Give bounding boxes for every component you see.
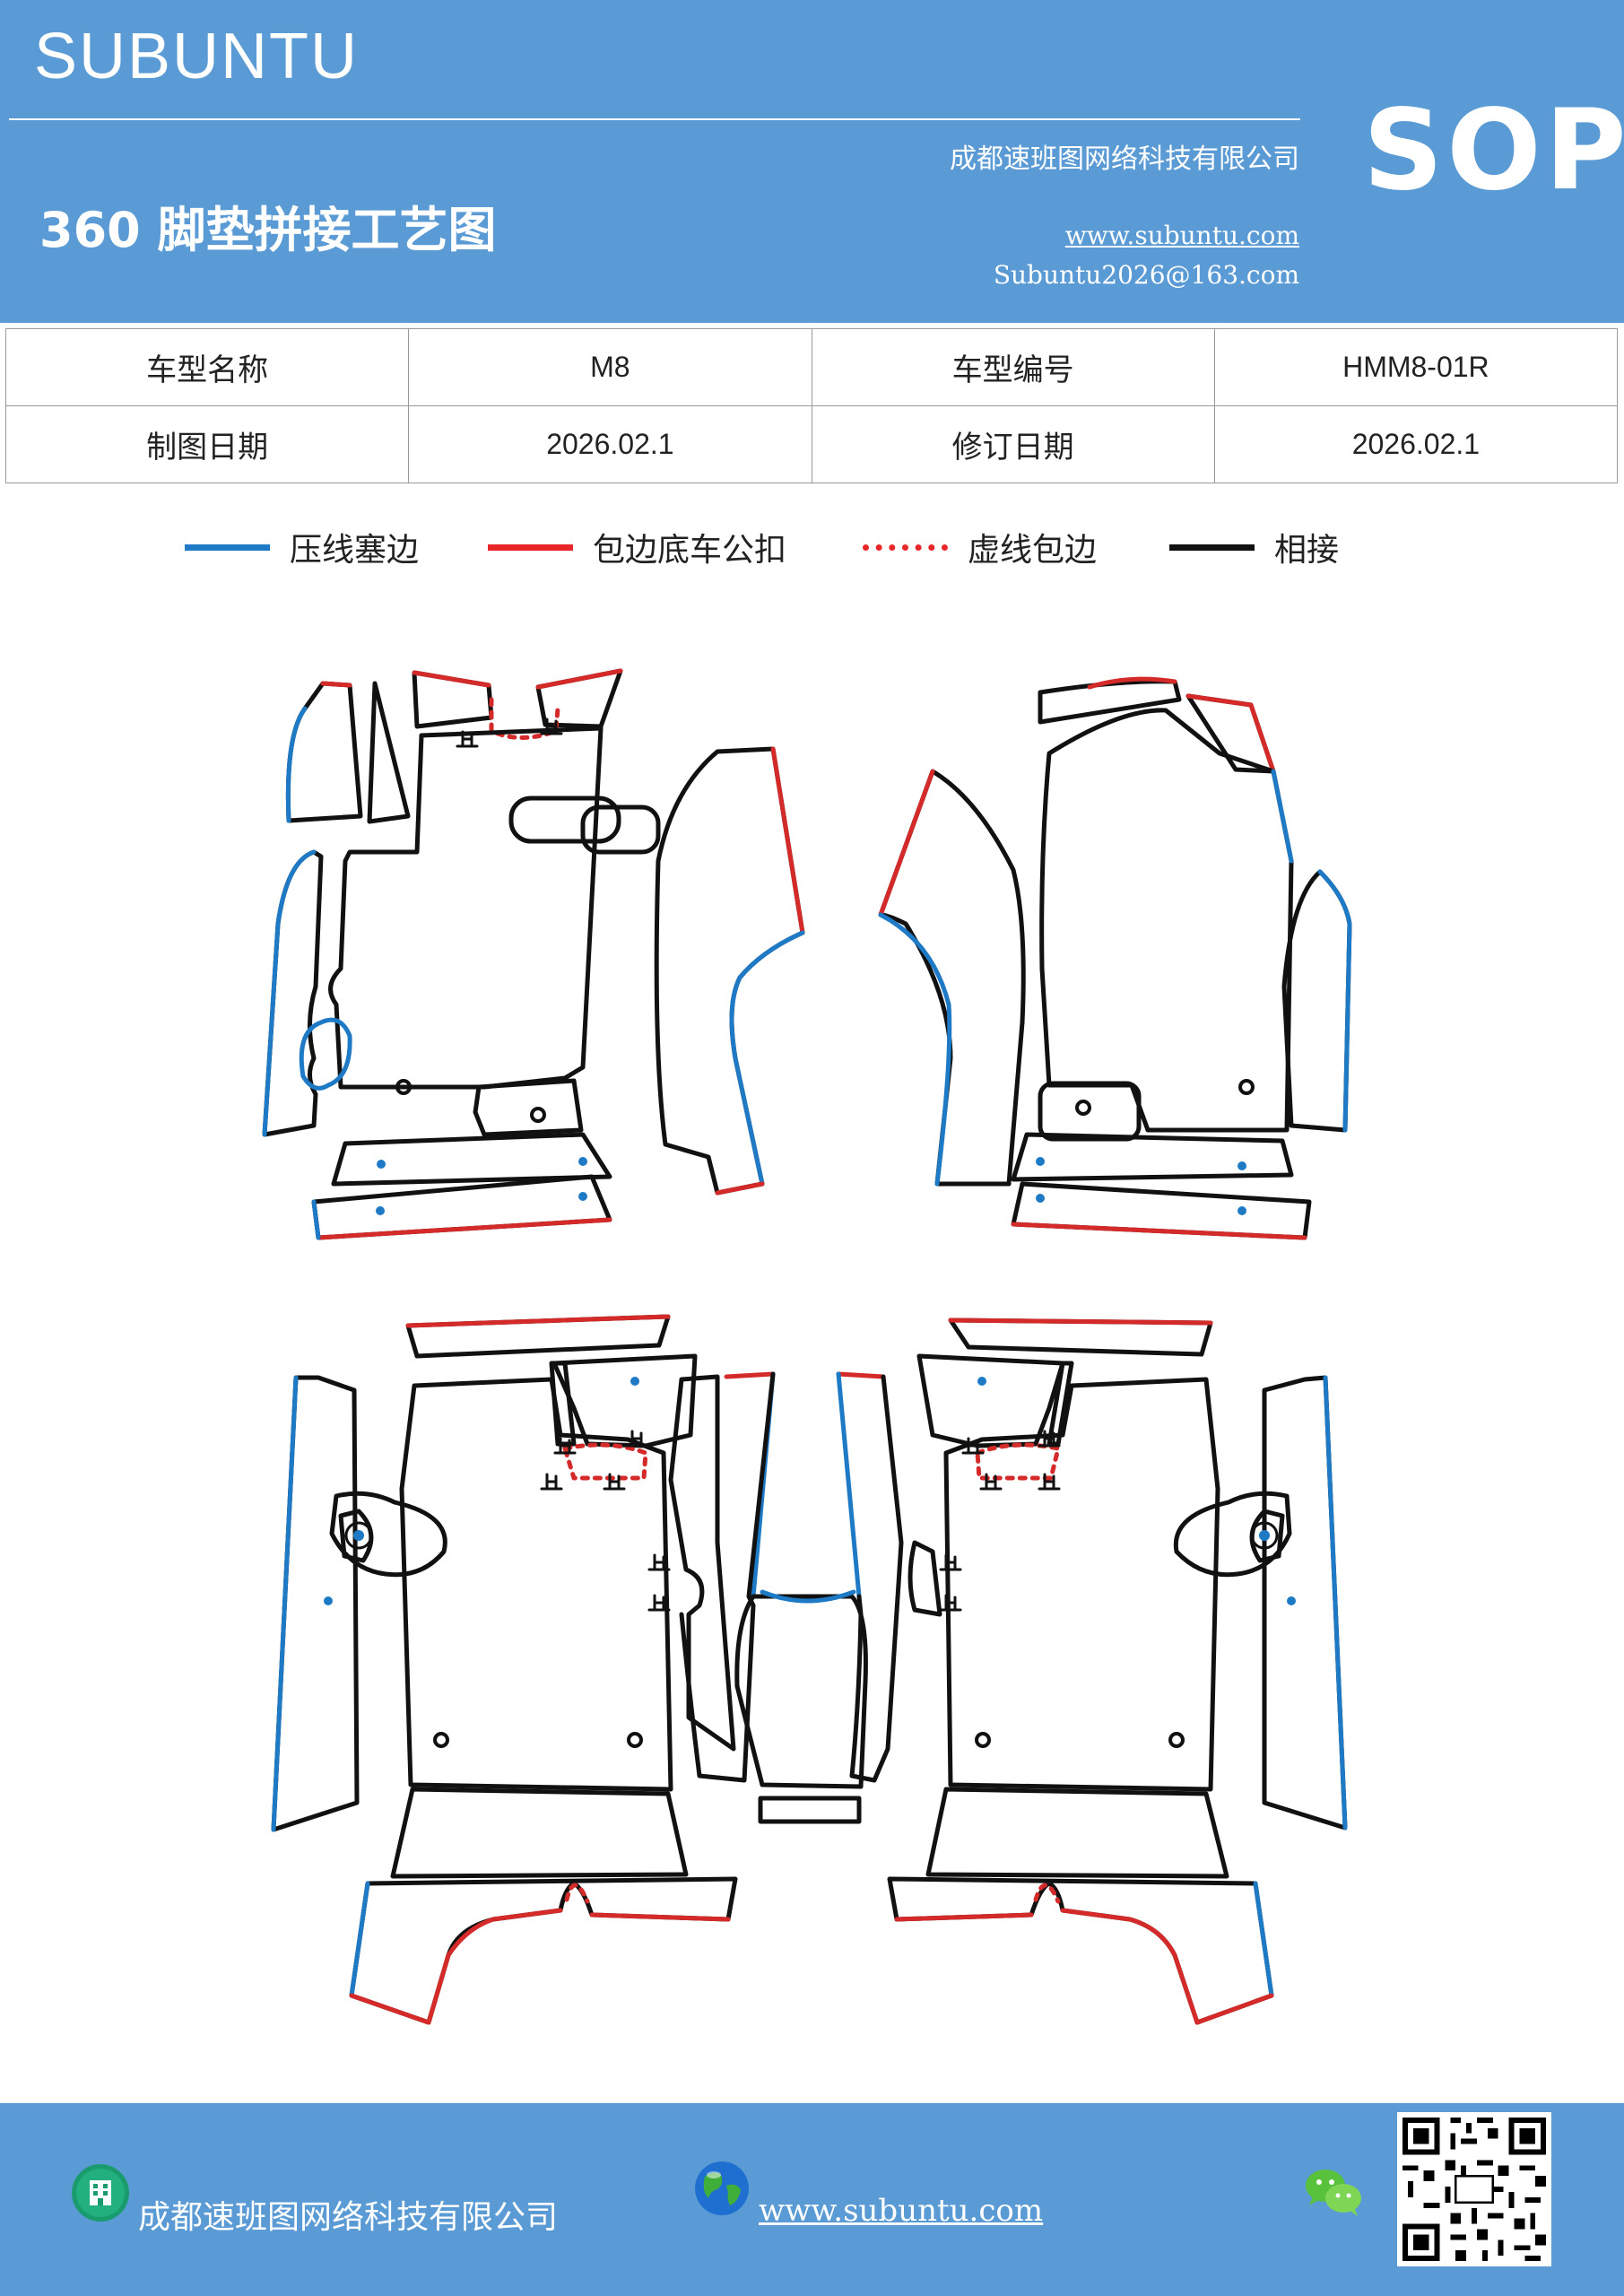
legend-swatch-red-dotted — [863, 544, 948, 551]
legend-label: 压线塞边 — [290, 532, 420, 569]
legend: 压线塞边 包边底车公扣 虚线包边 相接 — [0, 520, 1624, 574]
mat-piece — [473, 1078, 584, 1137]
mat-piece — [285, 681, 363, 823]
header-divider — [9, 118, 1300, 120]
draw-date-value: 2026.02.1 — [408, 405, 812, 483]
header-website-link[interactable]: www.subuntu.com — [1064, 221, 1299, 250]
mat-piece — [1039, 708, 1294, 1133]
mat-piece — [331, 1132, 612, 1187]
mat-piece — [349, 1876, 738, 2025]
mat-piece — [1011, 1132, 1294, 1182]
legend-swatch-red — [488, 544, 573, 551]
mat-piece — [925, 1787, 1229, 1879]
page-title: 360 脚垫拼接工艺图 — [39, 202, 497, 258]
legend-item-joined: 相接 — [1169, 520, 1339, 574]
revise-date-label: 修订日期 — [811, 405, 1215, 483]
revise-date-value: 2026.02.1 — [1213, 405, 1619, 483]
mat-piece — [1038, 679, 1182, 725]
legend-item-dotted-wrap: 虚线包边 — [863, 520, 1097, 574]
header-company: 成都速班图网络科技有限公司 — [950, 144, 1299, 175]
mat-group-rear-left — [271, 1314, 776, 2025]
mat-piece — [734, 1594, 868, 1789]
mat-piece — [878, 769, 1026, 1187]
header-banner: SUBUNTU 成都速班图网络科技有限公司 360 脚垫拼接工艺图 www.su… — [0, 0, 1624, 323]
mat-piece — [948, 1318, 1213, 1357]
mat-group-center-tunnel — [734, 1589, 868, 1824]
footer-website-link[interactable]: www.subuntu.com — [759, 2193, 1044, 2229]
globe-icon — [695, 2161, 749, 2215]
mat-piece — [943, 1377, 1220, 1792]
legend-label: 包边底车公扣 — [593, 532, 787, 569]
building-icon — [72, 2164, 129, 2222]
footer-company: 成都速班图网络科技有限公司 — [138, 2199, 559, 2236]
qr-code[interactable] — [1397, 2112, 1551, 2266]
mat-piece — [399, 1377, 673, 1792]
sop-badge: SOP — [1363, 86, 1624, 215]
model-code-label: 车型编号 — [811, 328, 1215, 406]
mat-piece — [390, 1787, 689, 1879]
brand-logo-text: SUBUNTU — [34, 21, 360, 92]
mat-group-front-right — [878, 676, 1352, 1240]
mat-group-front-left — [262, 668, 805, 1240]
mat-group-rear-right — [836, 1318, 1348, 2025]
legend-item-wrap-edge: 包边底车公扣 — [488, 520, 786, 574]
mat-piece — [887, 1876, 1274, 2025]
legend-item-press-line: 压线塞边 — [185, 520, 419, 574]
mat-piece — [668, 1374, 736, 1752]
header-email: Subuntu2026@163.com — [993, 260, 1299, 290]
mat-piece — [1281, 869, 1352, 1133]
mat-piece — [367, 681, 411, 824]
footer-banner: 成都速班图网络科技有限公司 www.subuntu.com — [0, 2103, 1624, 2296]
floor-mat-diagram — [262, 668, 1352, 2025]
table-row: 车型名称 M8 车型编号 HMM8-01R — [4, 328, 1619, 406]
draw-date-label: 制图日期 — [4, 405, 410, 483]
mat-piece — [1262, 1375, 1348, 1831]
legend-swatch-blue — [185, 544, 270, 551]
legend-label: 虚线包边 — [968, 532, 1098, 569]
model-name-label: 车型名称 — [4, 328, 410, 406]
table-row: 制图日期 2026.02.1 修订日期 2026.02.1 — [4, 405, 1619, 483]
mat-piece — [654, 746, 805, 1196]
mat-piece — [916, 1353, 1065, 1448]
info-table: 车型名称 M8 车型编号 HMM8-01R 制图日期 2026.02.1 修订日… — [4, 328, 1619, 483]
legend-label: 相接 — [1274, 532, 1340, 569]
legend-swatch-black — [1169, 544, 1255, 551]
model-name-value: M8 — [408, 328, 812, 406]
model-code-value: HMM8-01R — [1213, 328, 1619, 406]
wechat-icon — [1306, 2170, 1361, 2216]
